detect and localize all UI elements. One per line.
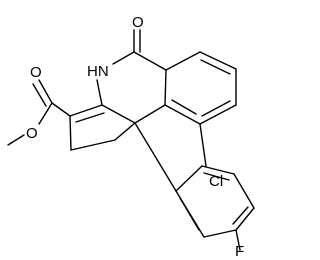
bond [96,79,103,106]
bond [69,115,72,151]
bond [235,229,241,251]
atom-label-chlorine: Cl [209,173,223,190]
atom-label-fluorine: F [235,243,244,260]
bond [134,122,177,192]
bond [101,104,136,124]
atom-label-oxygen: O [132,14,144,31]
bond [70,139,116,151]
bond [233,173,255,209]
bond [114,122,136,141]
atom-label-nh: HN [87,63,109,80]
bond [165,51,201,71]
bond [32,83,47,107]
bond [164,104,201,125]
bond [199,51,237,70]
bond [201,165,235,175]
bond [199,123,207,167]
bond [133,51,167,71]
bond [203,229,237,238]
bond [51,102,71,117]
bond [75,112,105,123]
structure-diagram: O HN O O Cl F [7,14,255,260]
bond [38,102,53,125]
bond [199,104,237,125]
bond [171,99,197,115]
bond [69,104,103,117]
bond [38,79,53,104]
atom-label-oxygen: O [30,64,42,81]
bond [7,134,25,146]
bond [134,104,166,124]
bond [179,197,200,231]
bond [200,59,231,75]
bond [235,207,255,231]
bond [201,100,231,117]
bond [112,51,135,65]
bond [175,165,203,192]
bond [164,69,167,106]
bond [232,206,249,225]
bond [203,172,230,181]
atom-label-oxygen: O [26,125,38,142]
